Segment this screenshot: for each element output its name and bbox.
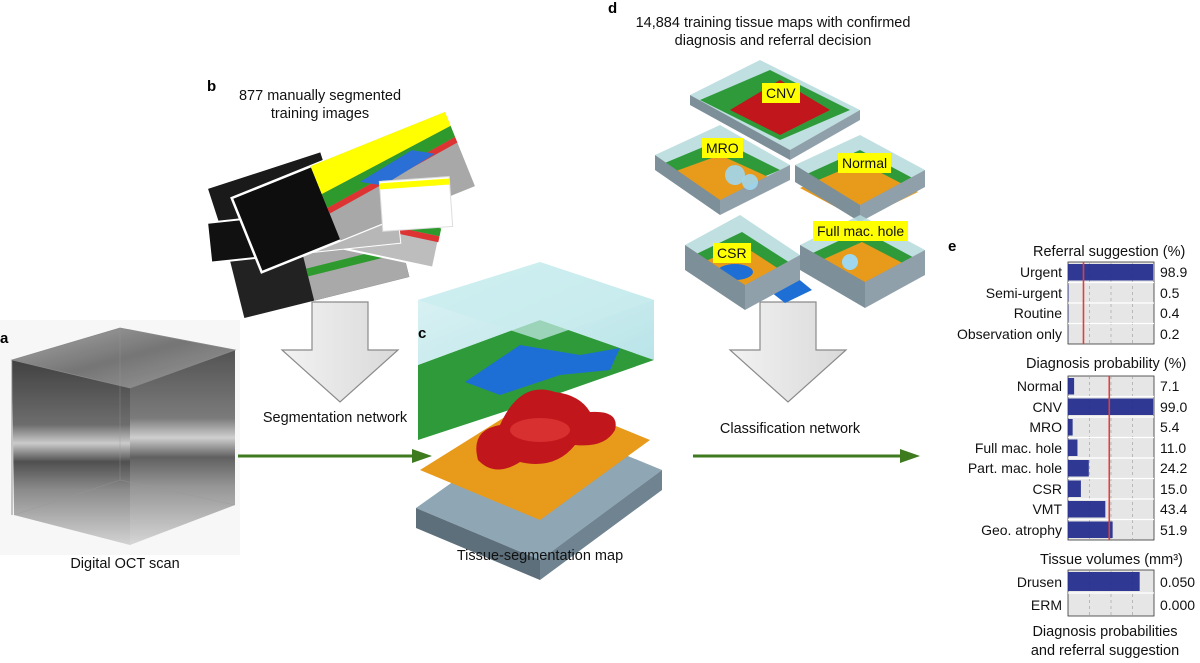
chart-1-category-label: CSR [1032,480,1062,497]
diagnosis-tag-csr: CSR [713,243,751,263]
chart-1-category-label: MRO [1029,419,1062,436]
chart-1-bar-part-mac-hole [1068,460,1089,477]
chart-1-bar-vmt [1068,501,1106,518]
chart-0-category-label: Urgent [1019,264,1062,281]
chart-2-category-label: ERM [1030,596,1062,613]
chart-1-value-label: 24.2 [1160,460,1188,477]
chart-1-bar-cnv [1068,398,1154,415]
training-image-stack [205,110,477,319]
chart-0-value-label: 0.2 [1160,325,1180,342]
panel-letter-c: c [418,325,427,342]
green-arrow-a-to-c [238,449,432,463]
chart-0-bar-urgent [1068,264,1154,281]
chart-0-value-label: 98.9 [1160,264,1188,281]
panel-e-footer-line1: Diagnosis probabilities [1032,624,1178,640]
grey-arrow-b-to-c [280,301,400,403]
tissue-map-full-macular-hole [800,215,925,308]
chart-0-value-label: 0.5 [1160,284,1180,301]
chart-2-category-label: Drusen [1016,573,1062,590]
chart-1-bar-full-mac-hole [1068,439,1078,456]
chart-1-category-label: VMT [1032,501,1062,518]
chart-1-value-label: 51.9 [1160,521,1188,538]
oct-scan-caption: Digital OCT scan [70,556,180,572]
panel-d-title-line1: 14,884 training tissue maps with confirm… [635,15,911,31]
chart-2-value-label: 0.000 [1160,596,1196,613]
chart-1-category-label: Normal [1016,378,1062,395]
chart-0-category-label: Observation only [956,325,1062,342]
tissue-map-normal [795,135,925,222]
chart-1-value-label: 5.4 [1160,419,1180,436]
classification-network-label: Classification network [719,421,861,437]
chart-1-category-label: Geo. atrophy [981,521,1062,538]
chart-1-value-label: 99.0 [1160,398,1188,415]
panel-b-title-line2: training images [270,106,370,122]
diagnosis-tag-normal: Normal [838,153,892,173]
segmentation-map-caption: Tissue-segmentation map [456,548,624,564]
panel-d-title-line2: diagnosis and referral decision [674,33,872,49]
panel-b-title-line1: 877 manually segmented [238,88,402,104]
tissue-map-cnv [690,60,860,160]
green-arrow-c-to-e [693,449,920,463]
grey-arrow-d-to-classification [728,301,848,403]
tissue-volume-chart-title: Tissue volumes (mm³) [1040,552,1183,568]
panel-letter-b: b [207,78,217,95]
tissue-map-mro [655,125,790,215]
chart-1-bar-csr [1068,480,1081,497]
chart-1-category-label: CNV [1032,398,1062,415]
chart-1-bar-geo-atrophy [1068,521,1113,538]
diagnosis-tag-cnv: CNV [762,83,800,103]
panel-letter-d: d [608,0,618,17]
segmentation-map-render [416,262,662,580]
chart-1-value-label: 7.1 [1160,378,1180,395]
chart-1-value-label: 43.4 [1160,501,1188,518]
chart-1-bar-mro [1068,419,1073,436]
chart-1-category-label: Part. mac. hole [967,460,1062,477]
chart-1-bar-normal [1068,378,1075,395]
chart-1-value-label: 15.0 [1160,480,1188,497]
diagnosis-tag-mro: MRO [702,138,743,158]
referral-chart-title: Referral suggestion (%) [1033,244,1186,260]
chart-1-category-label: Full mac. hole [974,439,1062,456]
chart-0-category-label: Routine [1013,305,1062,322]
panel-e-footer-line2: and referral suggestion [1030,643,1180,659]
panel-e-charts [1067,261,1155,617]
chart-2-bar-drusen [1068,572,1140,591]
chart-1-value-label: 11.0 [1160,439,1187,456]
chart-0-category-label: Semi-urgent [985,284,1062,301]
oct-volume-render [0,320,240,555]
segmentation-network-label: Segmentation network [262,410,408,426]
diagnosis-chart-title: Diagnosis probability (%) [1026,356,1187,372]
chart-0-value-label: 0.4 [1160,305,1180,322]
diagnosis-tag-full-mac-hole: Full mac. hole [813,221,909,241]
panel-letter-a: a [0,330,9,347]
chart-2-value-label: 0.050 [1160,573,1196,590]
panel-letter-e: e [948,238,957,255]
